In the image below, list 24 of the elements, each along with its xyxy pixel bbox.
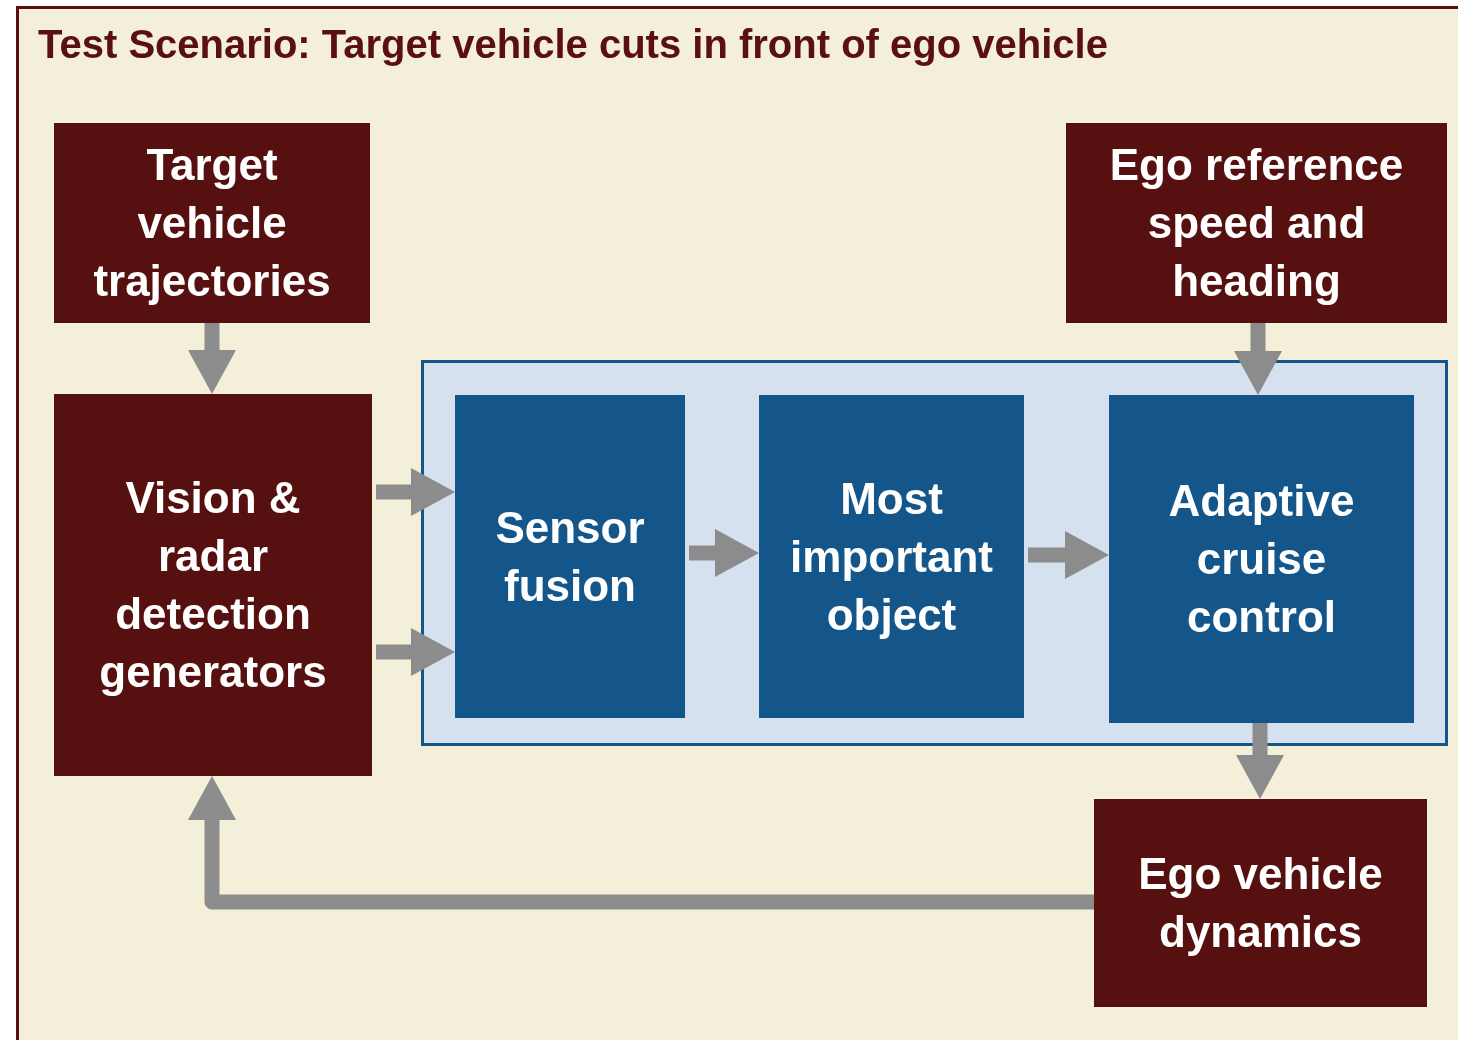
arrow xyxy=(188,776,1094,910)
box-label: Adaptive cruise control xyxy=(1167,475,1356,643)
process-box xyxy=(54,394,372,776)
process-box xyxy=(455,395,685,718)
box-label: Most important object xyxy=(789,472,994,641)
process-box xyxy=(54,123,370,323)
arrow xyxy=(188,323,236,394)
box-label: Sensor fusion xyxy=(494,501,646,612)
process-box xyxy=(1066,123,1447,323)
diagram-title: Test Scenario: Target vehicle cuts in front of ego vehicle xyxy=(38,22,1108,67)
arrow xyxy=(689,529,759,577)
arrow xyxy=(376,628,455,676)
box-label: Target vehicle trajectories xyxy=(92,139,332,307)
process-box xyxy=(759,395,1024,718)
process-box xyxy=(1094,799,1427,1007)
arrow xyxy=(376,468,455,516)
box-label: Ego reference speed and heading xyxy=(1108,139,1405,307)
arrow xyxy=(1028,531,1109,579)
arrow xyxy=(1236,723,1284,799)
process-box xyxy=(1109,395,1414,723)
box-label: Ego vehicle dynamics xyxy=(1137,848,1384,958)
subsystem-panel xyxy=(421,360,1448,746)
box-label: Vision & radar detection generators xyxy=(98,472,328,698)
arrow xyxy=(1234,323,1282,395)
